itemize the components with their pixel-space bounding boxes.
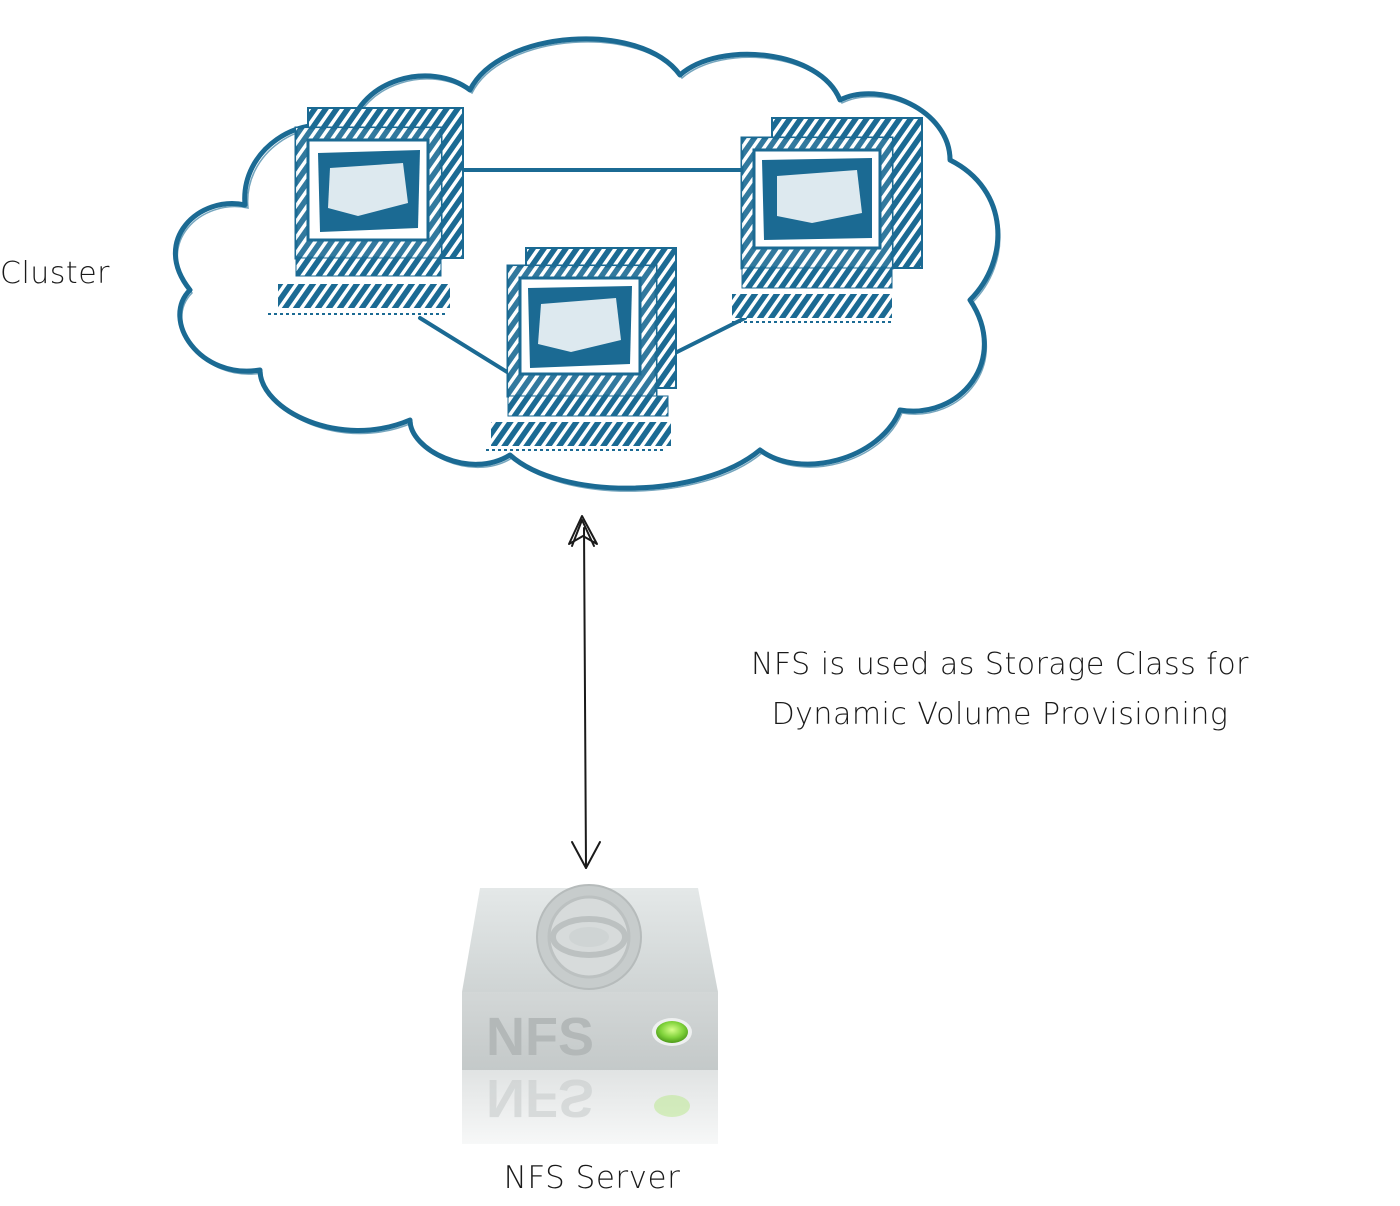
network-links: [418, 168, 750, 382]
arrow-head-up: [568, 515, 598, 545]
status-led: [656, 1021, 688, 1043]
nfs-badge-reflection: NFS: [486, 1068, 594, 1128]
storage-annotation: NFS is used as Storage Class for Dynamic…: [640, 640, 1360, 740]
computer-icon: [268, 107, 464, 315]
link-left-bottom: [418, 316, 522, 382]
cluster-label: Cluster: [0, 256, 110, 291]
annotation-line-2: Dynamic Volume Provisioning: [771, 697, 1229, 732]
annotation-line-1: NFS is used as Storage Class for: [750, 647, 1250, 682]
nfs-server-label: NFS Server: [503, 1160, 681, 1196]
nfs-server-icon: NFS NFS: [462, 884, 718, 1144]
cloud-icon: [173, 36, 1001, 492]
arrow-head-up-sketch: [571, 519, 595, 547]
computer-icon: [486, 247, 677, 451]
arrow-shaft: [583, 527, 587, 869]
arrow-head-down: [571, 841, 601, 869]
double-arrow: [568, 515, 601, 869]
nfs-badge: NFS: [486, 1007, 594, 1067]
computer-icon: [732, 117, 923, 323]
link-right-bottom: [663, 316, 747, 360]
